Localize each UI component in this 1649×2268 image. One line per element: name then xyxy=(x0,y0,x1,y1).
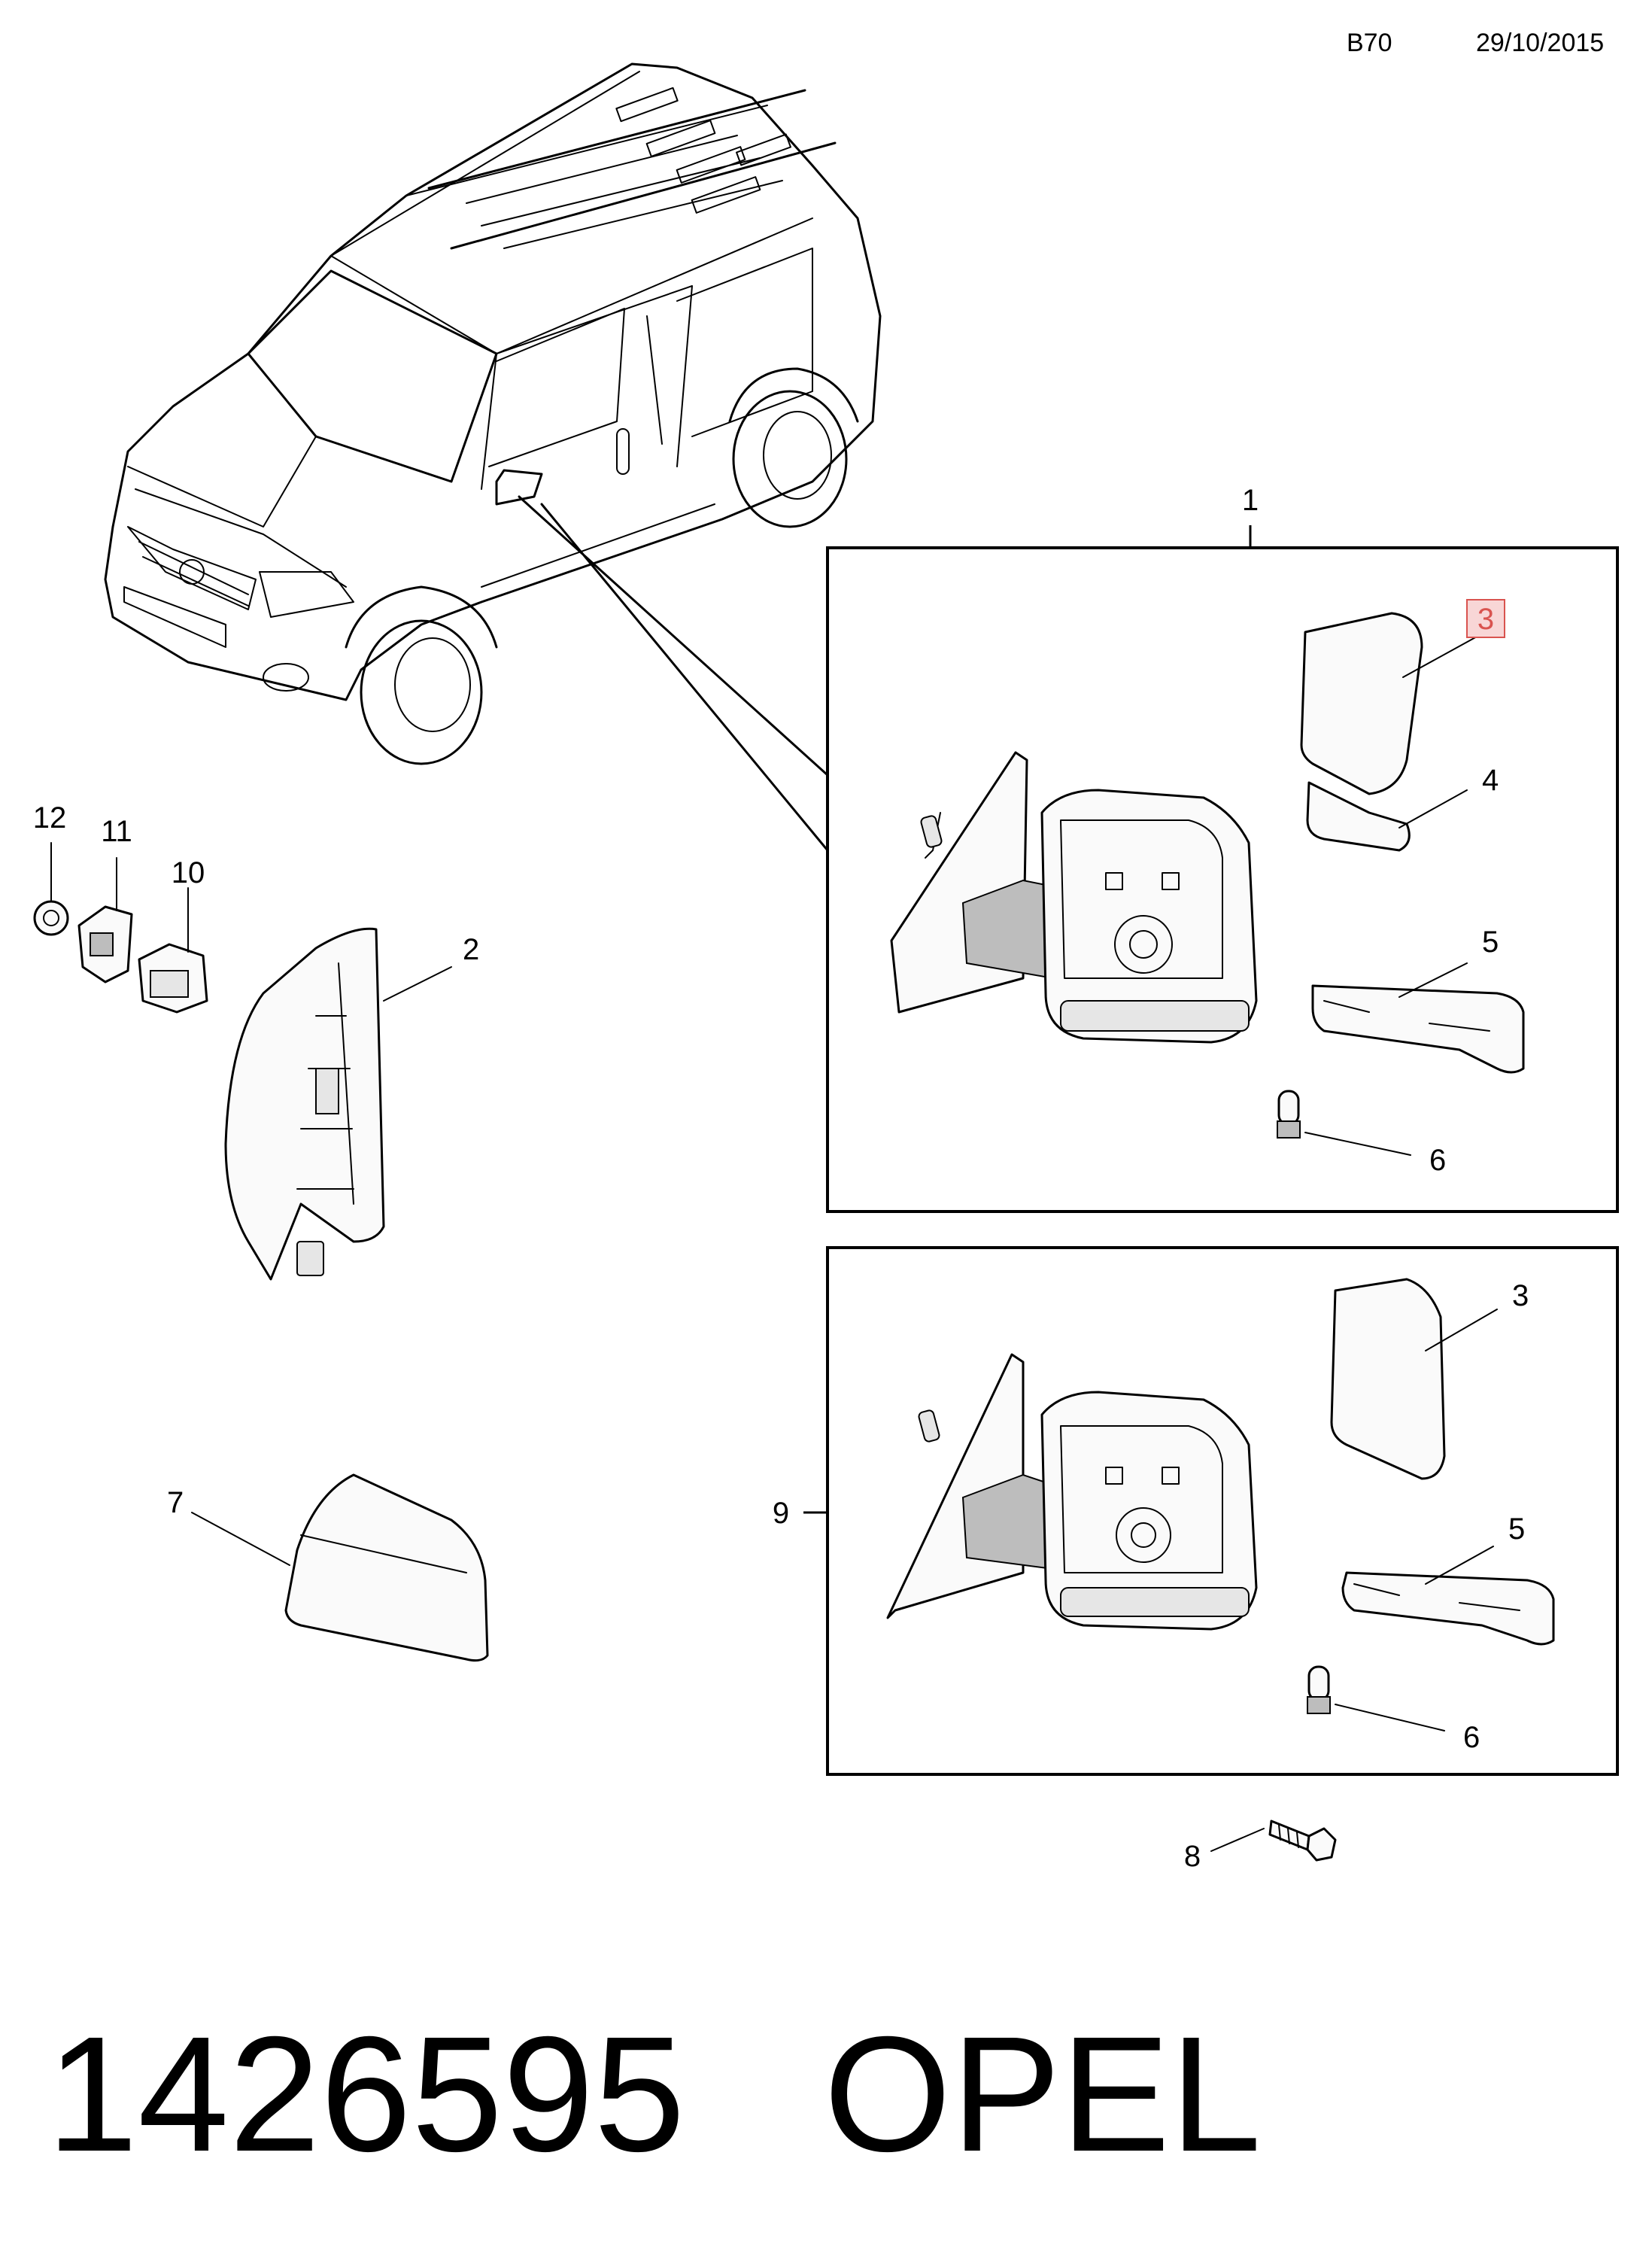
mirror-glass-2-icon xyxy=(1330,1278,1446,1480)
callout-9: 9 xyxy=(773,1497,789,1530)
callout-1: 1 xyxy=(1242,484,1259,517)
callout-7: 7 xyxy=(167,1486,184,1519)
callout-11: 11 xyxy=(101,815,132,848)
highlight-box-3 xyxy=(1466,599,1505,638)
assembly-box-9 xyxy=(826,1246,1619,1776)
callout-6-bottom: 6 xyxy=(1463,1721,1480,1754)
callout-12: 12 xyxy=(33,801,67,835)
mirror-housing-icon xyxy=(224,927,385,1281)
mirror-assembly-2-icon xyxy=(886,1353,1258,1631)
indicator-lens-2-icon xyxy=(1341,1571,1555,1646)
mirror-glass-icon xyxy=(1300,612,1423,795)
callout-3-bottom: 3 xyxy=(1512,1279,1529,1312)
callout-6-top: 6 xyxy=(1429,1144,1446,1177)
bulb-2-icon xyxy=(1307,1665,1331,1714)
vehicle-van-icon xyxy=(104,62,882,852)
callout-5-bottom: 5 xyxy=(1508,1513,1525,1546)
bulb-icon xyxy=(1277,1090,1301,1139)
mirror-cover-icon xyxy=(284,1473,489,1662)
callout-4: 4 xyxy=(1482,764,1499,797)
mirror-assembly-icon xyxy=(890,751,1258,1044)
callout-2: 2 xyxy=(463,933,479,966)
mirror-glass-lower-icon xyxy=(1306,781,1411,852)
clip-icon xyxy=(77,905,133,984)
callout-8: 8 xyxy=(1184,1840,1201,1873)
grommet-icon xyxy=(33,900,69,936)
diagram-code: B70 xyxy=(1347,29,1392,57)
diagram-date: 29/10/2015 xyxy=(1476,29,1605,57)
callout-5-top: 5 xyxy=(1482,926,1499,959)
callout-3-top: 3 xyxy=(1477,603,1494,636)
screw-icon xyxy=(1268,1820,1337,1862)
indicator-lens-icon xyxy=(1311,984,1525,1074)
assembly-box-1 xyxy=(826,546,1619,1213)
part-number: 1426595 xyxy=(47,2003,685,2186)
switch-icon xyxy=(138,943,208,1014)
callout-10: 10 xyxy=(172,856,205,889)
brand-name: OPEL xyxy=(824,2003,1262,2186)
